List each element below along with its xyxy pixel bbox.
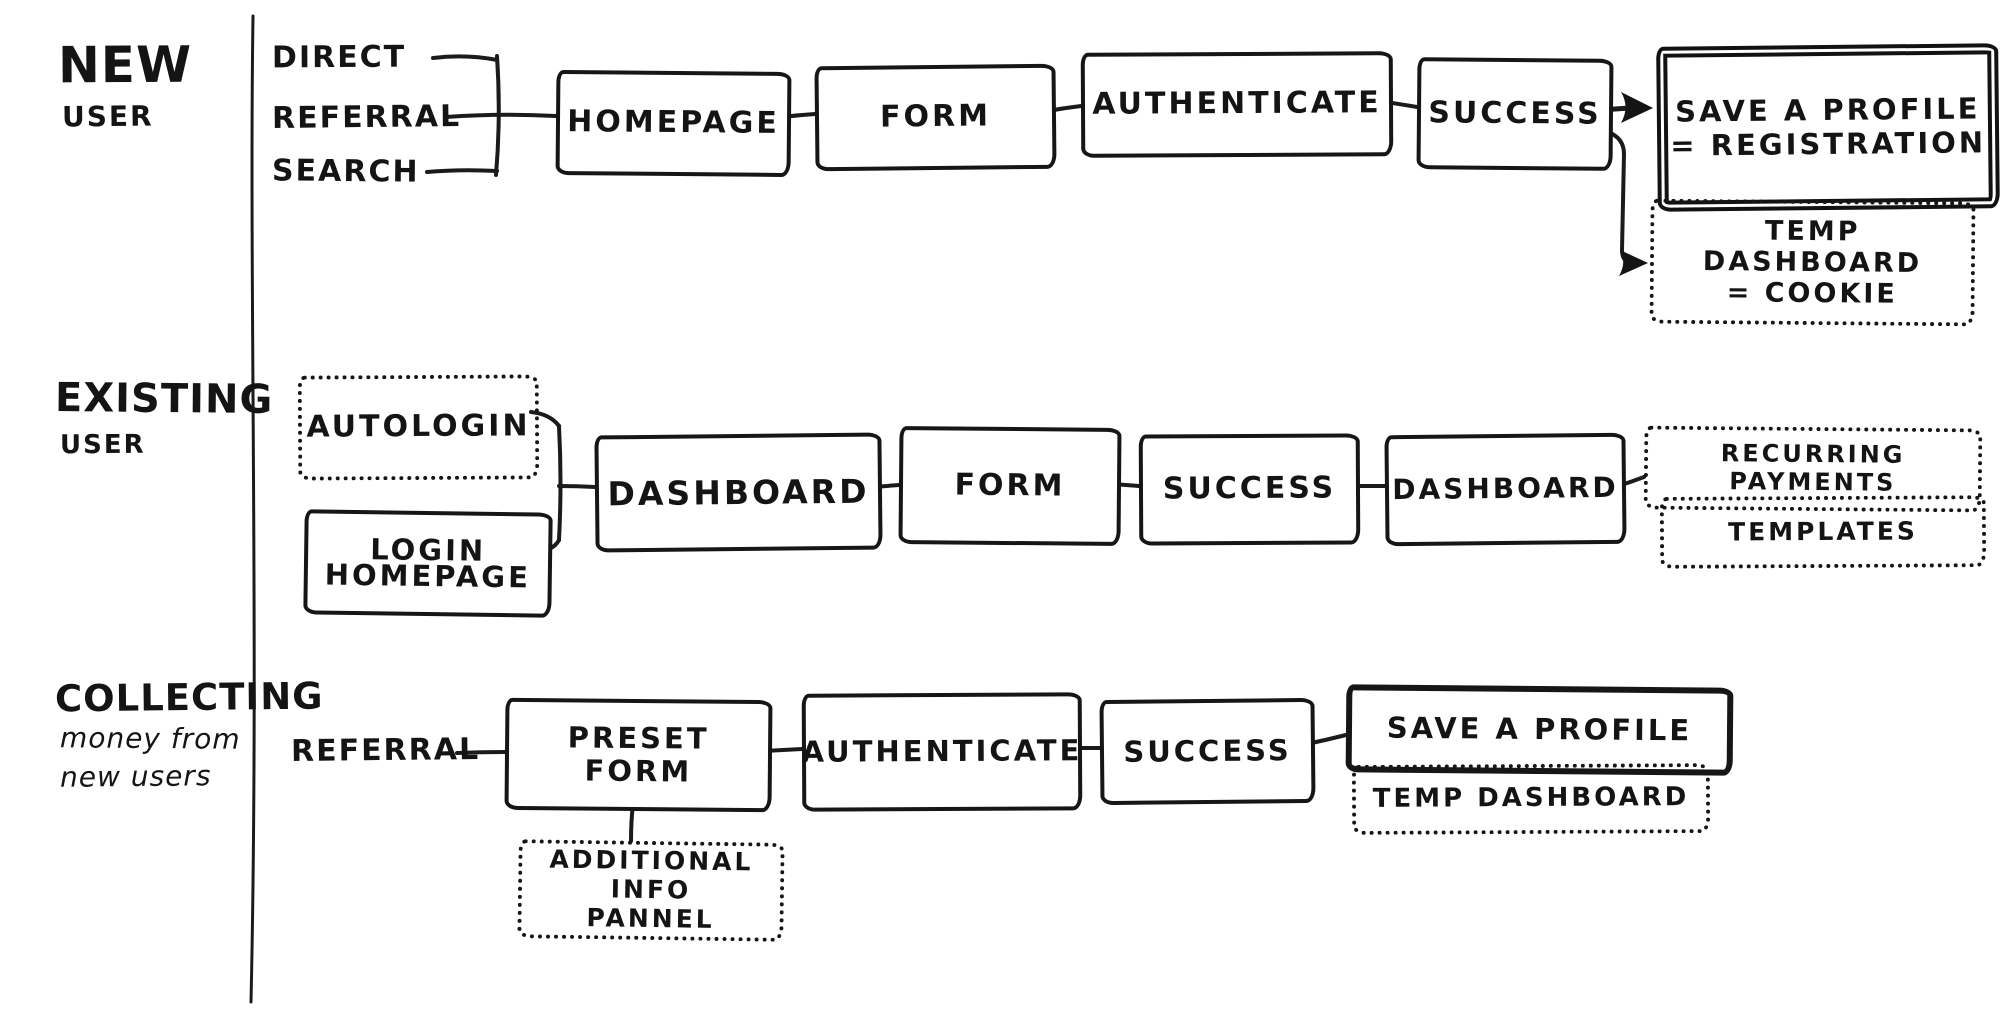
divider-line: [249, 14, 256, 1004]
arrowhead-icon: [1621, 92, 1653, 123]
node-login-homepage-line2: HOMEPAGE: [324, 557, 532, 594]
row-subtitle-new-user: USER: [61, 99, 154, 134]
node-form: FORM: [814, 63, 1057, 172]
node-homepage-label: HOMEPAGE: [567, 104, 780, 142]
arrowhead-icon: [1619, 250, 1648, 276]
connector-referral-to-homepage: [444, 112, 558, 119]
entry-referral: REFERRAL: [271, 99, 462, 136]
node-login-homepage: LOGIN HOMEPAGE: [303, 509, 553, 618]
row-subtitle-existing-user: USER: [59, 429, 146, 461]
node-save-a-profile-2-label: SAVE A PROFILE: [1386, 710, 1693, 748]
entry-direct: DIRECT: [271, 39, 407, 76]
node-additional-info-line2: PANNEL: [586, 902, 715, 934]
node-preset-form-label: PRESET FORM: [567, 720, 710, 789]
node-success: SUCCESS: [1416, 57, 1614, 171]
node-dashboard-1-label: DASHBOARD: [607, 471, 870, 513]
node-preset-form: PRESET FORM: [504, 697, 773, 813]
connector-search-bracket: [425, 168, 499, 174]
node-temp-dashboard-2: TEMP DASHBOARD: [1351, 763, 1711, 835]
node-success-3: SUCCESS: [1099, 697, 1316, 806]
node-temp-dashboard-line2: = COOKIE: [1726, 277, 1898, 310]
row-subtitle-collecting-2: new users: [59, 759, 212, 794]
node-save-a-profile-line1: SAVE A PROFILE: [1674, 91, 1981, 129]
node-authenticate-2-label: AUTHENTICATE: [801, 733, 1083, 770]
node-success-3-label: SUCCESS: [1123, 732, 1292, 769]
node-form-2-label: FORM: [954, 467, 1066, 504]
node-authenticate-2: AUTHENTICATE: [801, 692, 1083, 812]
node-temp-dashboard: TEMP DASHBOARD = COOKIE: [1649, 198, 1976, 327]
node-form-2: FORM: [898, 426, 1122, 546]
entry-search: SEARCH: [271, 153, 420, 190]
node-additional-info-pannel: ADDITIONAL INFO PANNEL: [517, 839, 785, 942]
row-title-existing-user: EXISTING: [54, 375, 274, 423]
node-temp-dashboard-2-label: TEMP DASHBOARD: [1372, 782, 1690, 814]
node-authenticate: AUTHENTICATE: [1080, 51, 1394, 158]
node-homepage: HOMEPAGE: [555, 69, 792, 178]
row-title-collecting: COLLECTING: [54, 674, 324, 721]
row-title-new-user: NEW: [57, 35, 193, 95]
connector-direct-bracket: [431, 54, 499, 62]
node-templates-label: TEMPLATES: [1728, 516, 1918, 547]
node-dashboard-2-label: DASHBOARD: [1392, 471, 1619, 507]
connector-existing-bracket-vertical: [557, 424, 563, 542]
node-dashboard-2: DASHBOARD: [1384, 432, 1627, 547]
row-subtitle-collecting-1: money from: [59, 721, 241, 756]
node-success-2-label: SUCCESS: [1162, 470, 1337, 507]
connector-bracket-dashboard: [557, 484, 597, 489]
node-save-a-profile-2: SAVE A PROFILE: [1345, 684, 1734, 776]
node-success-label: SUCCESS: [1428, 94, 1602, 132]
node-form-label: FORM: [879, 98, 992, 135]
connector-autologin-bracket: [529, 410, 561, 428]
node-additional-info-line1: ADDITIONAL INFO: [549, 844, 754, 905]
node-dashboard-1: DASHBOARD: [594, 432, 883, 553]
node-save-a-profile: SAVE A PROFILE = REGISTRATION: [1656, 43, 2000, 212]
node-recurring-payments-label: RECURRING PAYMENTS: [1720, 439, 1906, 497]
entry-referral-collecting: REFERRAL: [290, 732, 481, 769]
connector-referral-presetform: [455, 750, 507, 755]
node-templates: TEMPLATES: [1659, 495, 1987, 569]
node-autologin: AUTOLOGIN: [297, 374, 540, 481]
node-authenticate-label: AUTHENTICATE: [1092, 85, 1382, 123]
node-save-a-profile-line2: = REGISTRATION: [1670, 124, 1987, 163]
node-temp-dashboard-line1: TEMP DASHBOARD: [1702, 215, 1923, 279]
node-autologin-label: AUTOLOGIN: [306, 408, 531, 445]
node-success-2: SUCCESS: [1138, 433, 1361, 546]
